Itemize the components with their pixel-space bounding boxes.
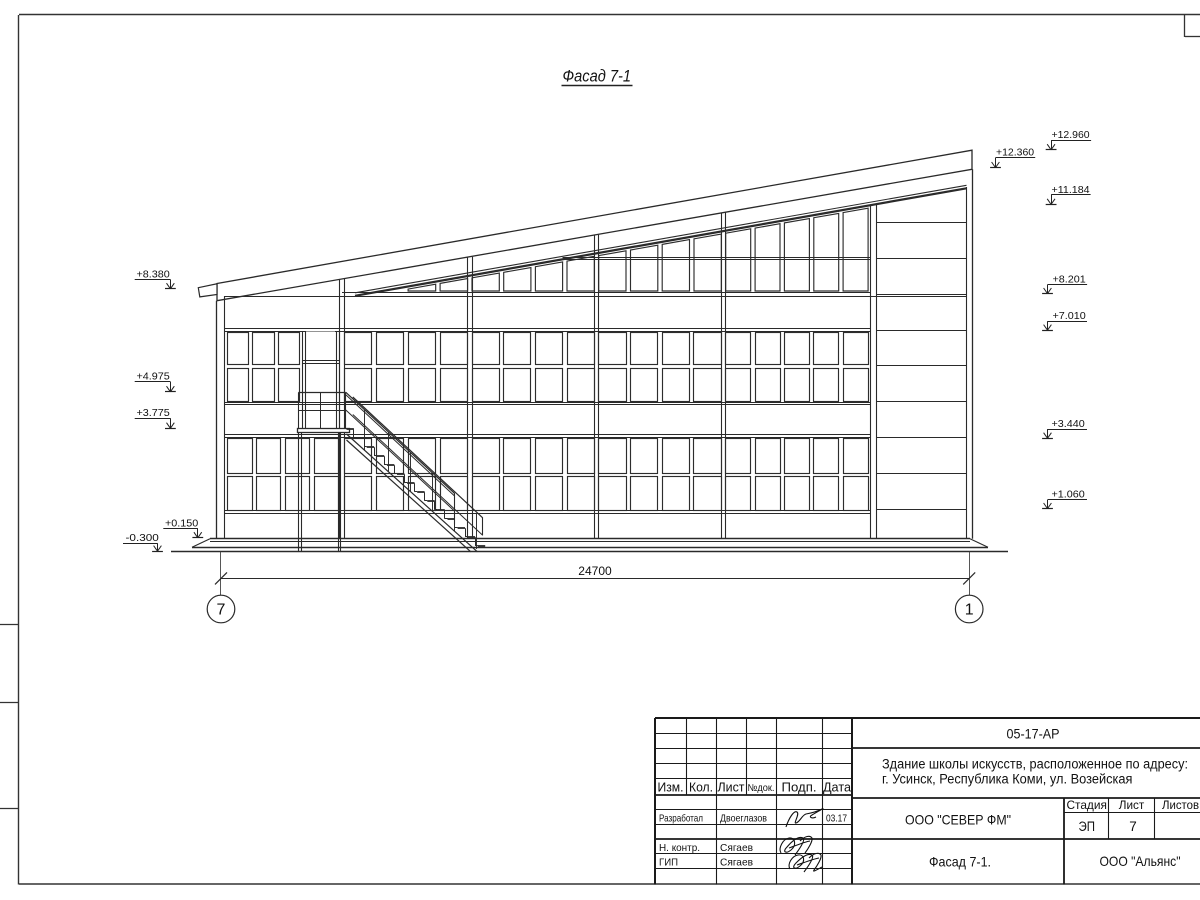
svg-text:Фасад 7-1.: Фасад 7-1. [929,854,991,870]
svg-text:-0.300: -0.300 [126,532,159,544]
svg-text:Дата: Дата [823,781,851,795]
svg-text:ЭП: ЭП [1078,819,1095,834]
svg-text:ГИП: ГИП [659,857,678,869]
svg-text:Лист: Лист [718,781,745,795]
svg-text:24700: 24700 [578,566,612,578]
svg-text:Подп.: Подп. [782,781,817,795]
svg-text:Изм.: Изм. [658,781,684,795]
svg-text:Разработал: Разработал [659,813,703,825]
svg-text:03.17: 03.17 [826,814,847,825]
svg-text:№док.: №док. [748,783,775,794]
svg-text:+3.440: +3.440 [1052,418,1085,430]
svg-text:Фасад 7-1: Фасад 7-1 [563,68,632,86]
svg-text:Лист: Лист [1119,798,1145,812]
svg-text:ООО "Альянс": ООО "Альянс" [1100,853,1181,869]
svg-text:Двоеглазов: Двоеглазов [720,813,767,825]
svg-text:Листов: Листов [1162,798,1199,812]
svg-text:+8.201: +8.201 [1053,273,1086,285]
svg-text:05-17-АР: 05-17-АР [1007,726,1060,742]
svg-text:ООО "СЕВЕР ФМ": ООО "СЕВЕР ФМ" [905,812,1011,828]
svg-text:г. Усинск, Республика Коми, ул: г. Усинск, Республика Коми, ул. Возейска… [882,772,1133,787]
svg-text:+12.360: +12.360 [996,147,1034,159]
svg-text:+12.960: +12.960 [1052,129,1090,141]
svg-text:Здание школы искусств, располо: Здание школы искусств, расположенное по … [882,757,1188,772]
svg-text:Н. контр.: Н. контр. [659,842,700,854]
svg-text:Кол.: Кол. [689,781,713,795]
svg-text:+4.975: +4.975 [137,371,170,383]
svg-text:7: 7 [217,602,226,619]
svg-text:Сягаев: Сягаев [720,857,753,869]
svg-text:7: 7 [1129,819,1137,834]
svg-text:+7.010: +7.010 [1053,310,1086,322]
svg-text:+3.775: +3.775 [137,407,170,419]
svg-text:+8.380: +8.380 [137,268,170,280]
svg-text:+11.184: +11.184 [1052,184,1090,196]
svg-text:1: 1 [965,602,974,619]
svg-text:+1.060: +1.060 [1052,489,1085,501]
svg-text:Сягаев: Сягаев [720,842,753,854]
svg-text:+0.150: +0.150 [165,517,198,529]
svg-text:Стадия: Стадия [1066,798,1107,812]
